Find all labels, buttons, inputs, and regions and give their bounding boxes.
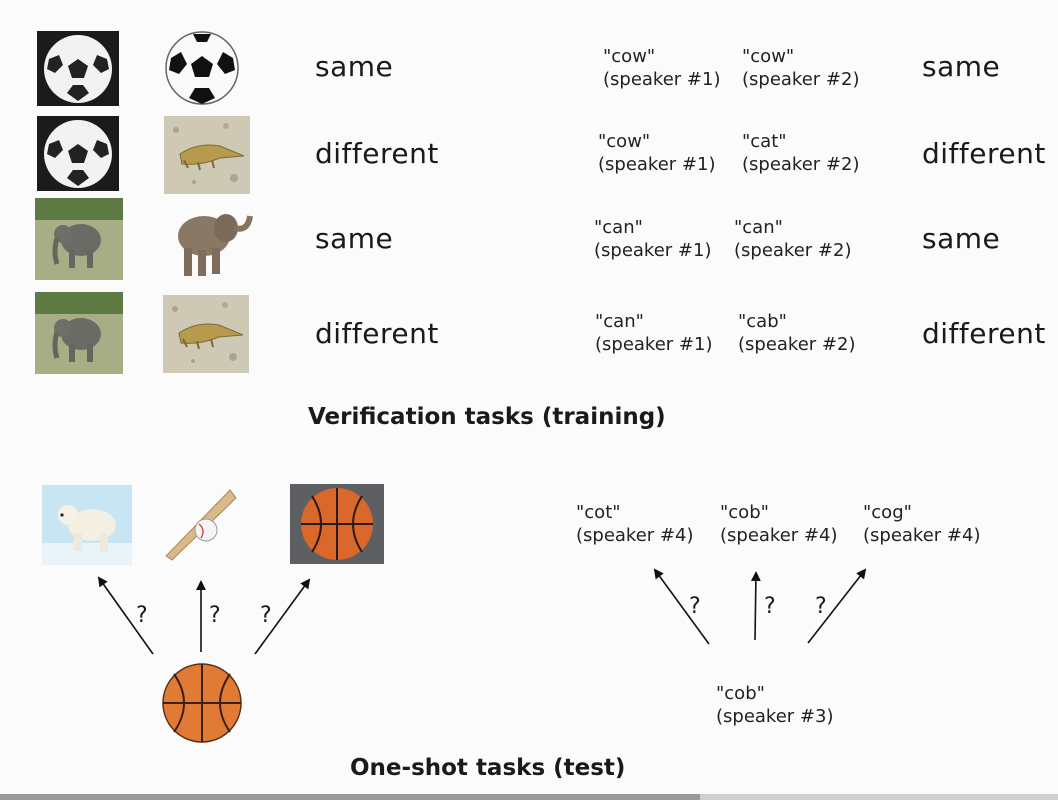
question-mark: ? (260, 603, 272, 628)
progress-track[interactable] (0, 794, 1058, 800)
progress-fill (0, 794, 700, 800)
arrow-audio-center (755, 573, 756, 640)
question-mark: ? (689, 594, 701, 619)
question-mark: ? (209, 603, 221, 628)
arrow-audio-left (655, 570, 709, 644)
question-mark: ? (764, 594, 776, 619)
question-mark: ? (136, 603, 148, 628)
question-mark: ? (815, 594, 827, 619)
oneshot-title: One-shot tasks (test) (350, 755, 625, 781)
